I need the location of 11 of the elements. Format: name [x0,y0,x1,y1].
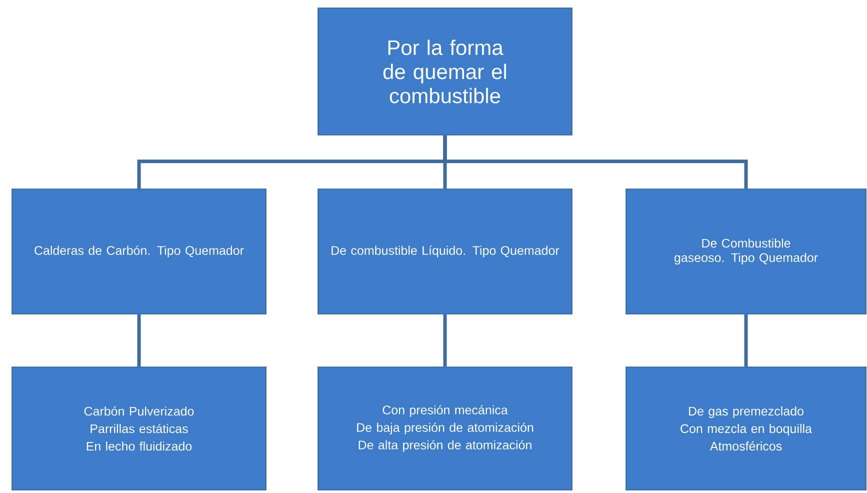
list-box: De gas premezclado Con mezcla en boquilla Atmosféricos [626,366,866,490]
connector-line [443,314,447,367]
list-box: Carbón Pulverizado Parrillas estáticas En lecho fluidizado [12,366,266,490]
connector-line [137,314,141,367]
title-box: Por la forma de quemar el combustible [318,8,572,136]
category-box: Calderas de Carbón. Tipo Quemador [12,188,266,314]
category-box: De combustible Líquido. Tipo Quemador [318,188,572,314]
list-box: Con presión mecánica De baja presión de atomización De alta presión de atomización [318,366,572,490]
connector-line [443,135,748,189]
connector-line [744,314,748,367]
category-box: De Combustible gaseoso. Tipo Quemador [626,188,866,314]
